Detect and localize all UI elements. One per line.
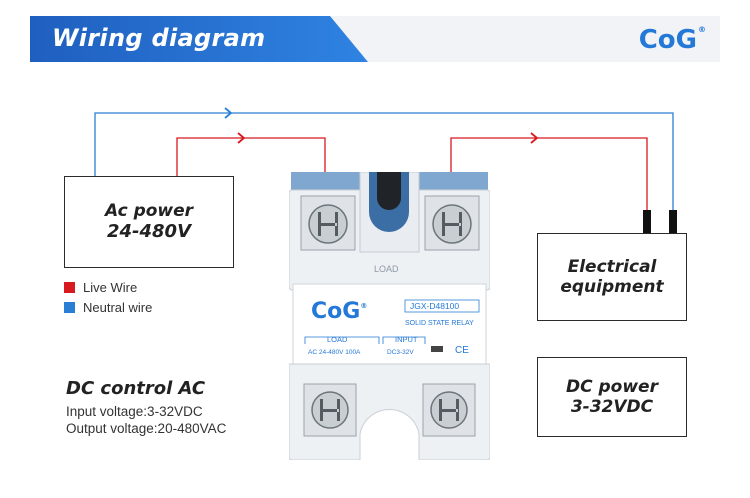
relay-input-label: INPUT bbox=[395, 335, 418, 344]
relay-label-panel bbox=[292, 283, 487, 365]
ce-mark: CE bbox=[455, 345, 469, 356]
neutral-wire bbox=[94, 112, 674, 212]
legend-neutral: Neutral wire bbox=[64, 300, 152, 315]
header-banner: Wiring diagram CoG® bbox=[30, 16, 720, 62]
solid-state-relay: LOAD CoG® JGX-D48100 SOLID STATE RELAY L… bbox=[289, 172, 490, 460]
dc-power-box: DC power 3-32VDC bbox=[537, 357, 687, 437]
live-arrow-right bbox=[530, 132, 539, 144]
live-wire-left bbox=[176, 137, 326, 176]
relay-brand-text: CoG bbox=[311, 299, 360, 324]
relay-center-notch bbox=[377, 172, 401, 210]
dc-power-voltage: 3-32VDC bbox=[570, 397, 654, 417]
relay-top-load-label: LOAD bbox=[374, 264, 399, 274]
ac-power-label: Ac power bbox=[104, 201, 194, 221]
ac-power-voltage: 24-480V bbox=[106, 221, 192, 242]
brand-logo-text: CoG bbox=[638, 25, 697, 55]
relay-brand-logo: CoG® bbox=[311, 299, 367, 324]
live-wire-right bbox=[450, 137, 648, 212]
banner-blue-tab bbox=[30, 16, 368, 62]
screw-slot-4 bbox=[439, 399, 459, 421]
equipment-label-line1: Electrical bbox=[567, 257, 657, 277]
input-voltage-spec: Input voltage:3-32VDC bbox=[66, 404, 203, 419]
equipment-label-line2: equipment bbox=[560, 277, 664, 297]
dc-power-label: DC power bbox=[566, 377, 658, 397]
relay-load-label: LOAD bbox=[327, 335, 348, 344]
relay-left-post bbox=[291, 172, 361, 194]
led-indicator bbox=[431, 346, 443, 352]
brand-logo: CoG® bbox=[639, 25, 706, 55]
screw-slot-3 bbox=[320, 399, 340, 421]
screw-slot-1 bbox=[318, 212, 338, 236]
load-bracket bbox=[304, 336, 380, 344]
registered-mark: ® bbox=[698, 25, 706, 34]
screw-slot-2 bbox=[442, 212, 462, 236]
live-swatch bbox=[64, 282, 75, 293]
input-bracket bbox=[382, 336, 426, 344]
relay-registered-mark: ® bbox=[360, 302, 367, 310]
plug-prong-right bbox=[669, 210, 677, 233]
relay-model: JGX-D48100 bbox=[410, 301, 459, 311]
page-title: Wiring diagram bbox=[52, 24, 266, 52]
live-legend-label: Live Wire bbox=[83, 280, 138, 295]
relay-load-value: AC 24-480V 100A bbox=[308, 349, 361, 356]
relay-subtitle: SOLID STATE RELAY bbox=[405, 320, 474, 327]
relay-input-value: DC3-32V bbox=[387, 349, 414, 356]
relay-model-box bbox=[404, 299, 480, 313]
live-arrow-left bbox=[237, 132, 246, 144]
legend-live: Live Wire bbox=[64, 280, 137, 295]
plug-prong-left bbox=[643, 210, 651, 233]
dc-control-title: DC control AC bbox=[66, 378, 206, 399]
neutral-swatch bbox=[64, 302, 75, 313]
ac-power-box: Ac power 24-480V bbox=[64, 176, 234, 268]
neutral-legend-label: Neutral wire bbox=[83, 300, 153, 315]
output-voltage-spec: Output voltage:20-480VAC bbox=[66, 421, 227, 436]
neutral-arrow bbox=[224, 107, 233, 119]
electrical-equipment-box: Electrical equipment bbox=[537, 233, 687, 321]
relay-right-post bbox=[418, 172, 488, 194]
